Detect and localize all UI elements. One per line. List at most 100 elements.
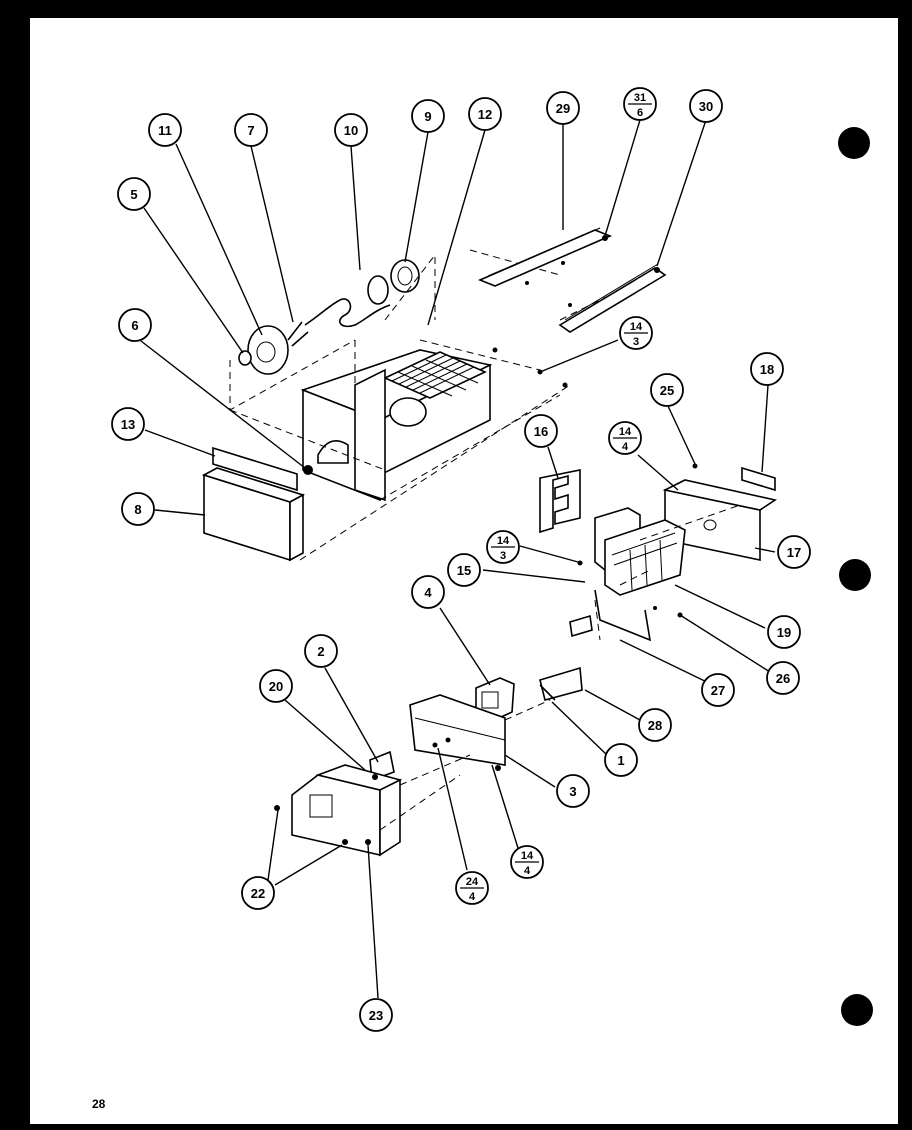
callout-29: 29: [546, 91, 580, 125]
callouts: 11 7 10 9 12 29 316 30 5 6 143 13 8 25 1…: [111, 87, 811, 1032]
svg-text:6: 6: [131, 318, 138, 333]
svg-text:15: 15: [457, 563, 471, 578]
callout-19: 19: [767, 615, 801, 649]
svg-text:16: 16: [534, 424, 548, 439]
callout-4: 4: [411, 575, 445, 609]
callout-3: 3: [556, 774, 590, 808]
bracket-16-part: [539, 469, 581, 534]
callout-28: 28: [638, 708, 672, 742]
callout-14-4b: 144: [510, 845, 544, 879]
svg-text:5: 5: [130, 187, 137, 202]
svg-text:23: 23: [369, 1008, 383, 1023]
bracket-1-part: [539, 666, 583, 701]
svg-text:1: 1: [617, 753, 624, 768]
control-housing-part: [409, 694, 506, 766]
page-number: 28: [92, 1097, 106, 1111]
callout-5: 5: [117, 177, 151, 211]
bail-arm-part: [594, 589, 652, 642]
callout-26: 26: [766, 661, 800, 695]
svg-text:3: 3: [500, 550, 506, 562]
callout-8: 8: [121, 492, 155, 526]
washer-part: [238, 350, 252, 366]
svg-text:4: 4: [424, 585, 432, 600]
svg-text:30: 30: [699, 99, 713, 114]
callout-14-3b: 143: [486, 530, 520, 564]
callout-22: 22: [241, 876, 275, 910]
svg-text:12: 12: [478, 107, 492, 122]
callout-27: 27: [701, 673, 735, 707]
callout-6: 6: [118, 308, 152, 342]
callout-13: 13: [111, 407, 145, 441]
callout-24-4: 244: [455, 871, 489, 905]
svg-text:4: 4: [524, 865, 531, 877]
rail-right-part: [558, 267, 667, 333]
binder-hole-bottom: [841, 994, 873, 1026]
svg-text:24: 24: [466, 876, 479, 888]
cover-side: [379, 778, 401, 857]
svg-text:22: 22: [251, 886, 265, 901]
callout-7: 7: [234, 113, 268, 147]
callout-31-6: 316: [623, 87, 657, 121]
ice-mold-part: [604, 519, 686, 596]
ice-maker-assembly: [539, 463, 778, 642]
bracket-18-part: [741, 466, 776, 492]
svg-text:9: 9: [424, 109, 431, 124]
bucket-cutout: [317, 439, 349, 464]
svg-text:14: 14: [497, 535, 510, 547]
svg-text:31: 31: [634, 92, 646, 104]
callout-14-3a: 143: [619, 316, 653, 350]
blade-part: [287, 321, 309, 347]
svg-text:25: 25: [660, 383, 674, 398]
callout-9: 9: [411, 99, 445, 133]
bucket-outlet: [389, 397, 427, 427]
svg-text:27: 27: [711, 683, 725, 698]
callout-15: 15: [447, 553, 481, 587]
binder-hole-top: [838, 127, 870, 159]
svg-text:6: 6: [637, 107, 643, 119]
callout-30: 30: [689, 89, 723, 123]
front-panel-side: [289, 493, 304, 562]
callout-12: 12: [468, 97, 502, 131]
callout-20: 20: [259, 669, 293, 703]
svg-text:4: 4: [622, 441, 629, 453]
bucket-side-plate: [354, 368, 386, 502]
callout-10: 10: [334, 113, 368, 147]
svg-text:14: 14: [619, 426, 632, 438]
control-box-assembly: [274, 614, 593, 857]
bearing-part: [390, 259, 420, 293]
svg-text:11: 11: [158, 123, 172, 138]
callout-14-4a: 144: [608, 421, 642, 455]
assembly-lines-upper: [229, 249, 641, 561]
callout-1: 1: [604, 743, 638, 777]
svg-text:17: 17: [787, 545, 801, 560]
callout-18: 18: [750, 352, 784, 386]
callout-23: 23: [359, 998, 393, 1032]
auger-spring-part: [304, 298, 391, 328]
coupling-part: [367, 275, 389, 305]
ice-bucket-assembly: [201, 349, 493, 562]
svg-text:28: 28: [648, 718, 662, 733]
grate-part: [383, 351, 487, 399]
svg-text:3: 3: [633, 336, 639, 348]
svg-text:14: 14: [630, 321, 643, 333]
auger-drive-assembly: [238, 259, 420, 375]
motor-housing-part: [247, 325, 289, 375]
svg-text:7: 7: [247, 123, 254, 138]
svg-text:4: 4: [469, 891, 476, 903]
rail-assembly: [303, 227, 667, 475]
callout-11: 11: [148, 113, 182, 147]
svg-text:14: 14: [521, 850, 534, 862]
svg-text:19: 19: [777, 625, 791, 640]
trim-part: [212, 446, 298, 492]
svg-text:26: 26: [776, 671, 790, 686]
svg-text:10: 10: [344, 123, 358, 138]
callout-2: 2: [304, 634, 338, 668]
svg-text:2: 2: [317, 644, 324, 659]
svg-text:18: 18: [760, 362, 774, 377]
callout-16: 16: [524, 414, 558, 448]
callout-17: 17: [777, 535, 811, 569]
callout-25: 25: [650, 373, 684, 407]
svg-text:20: 20: [269, 679, 283, 694]
